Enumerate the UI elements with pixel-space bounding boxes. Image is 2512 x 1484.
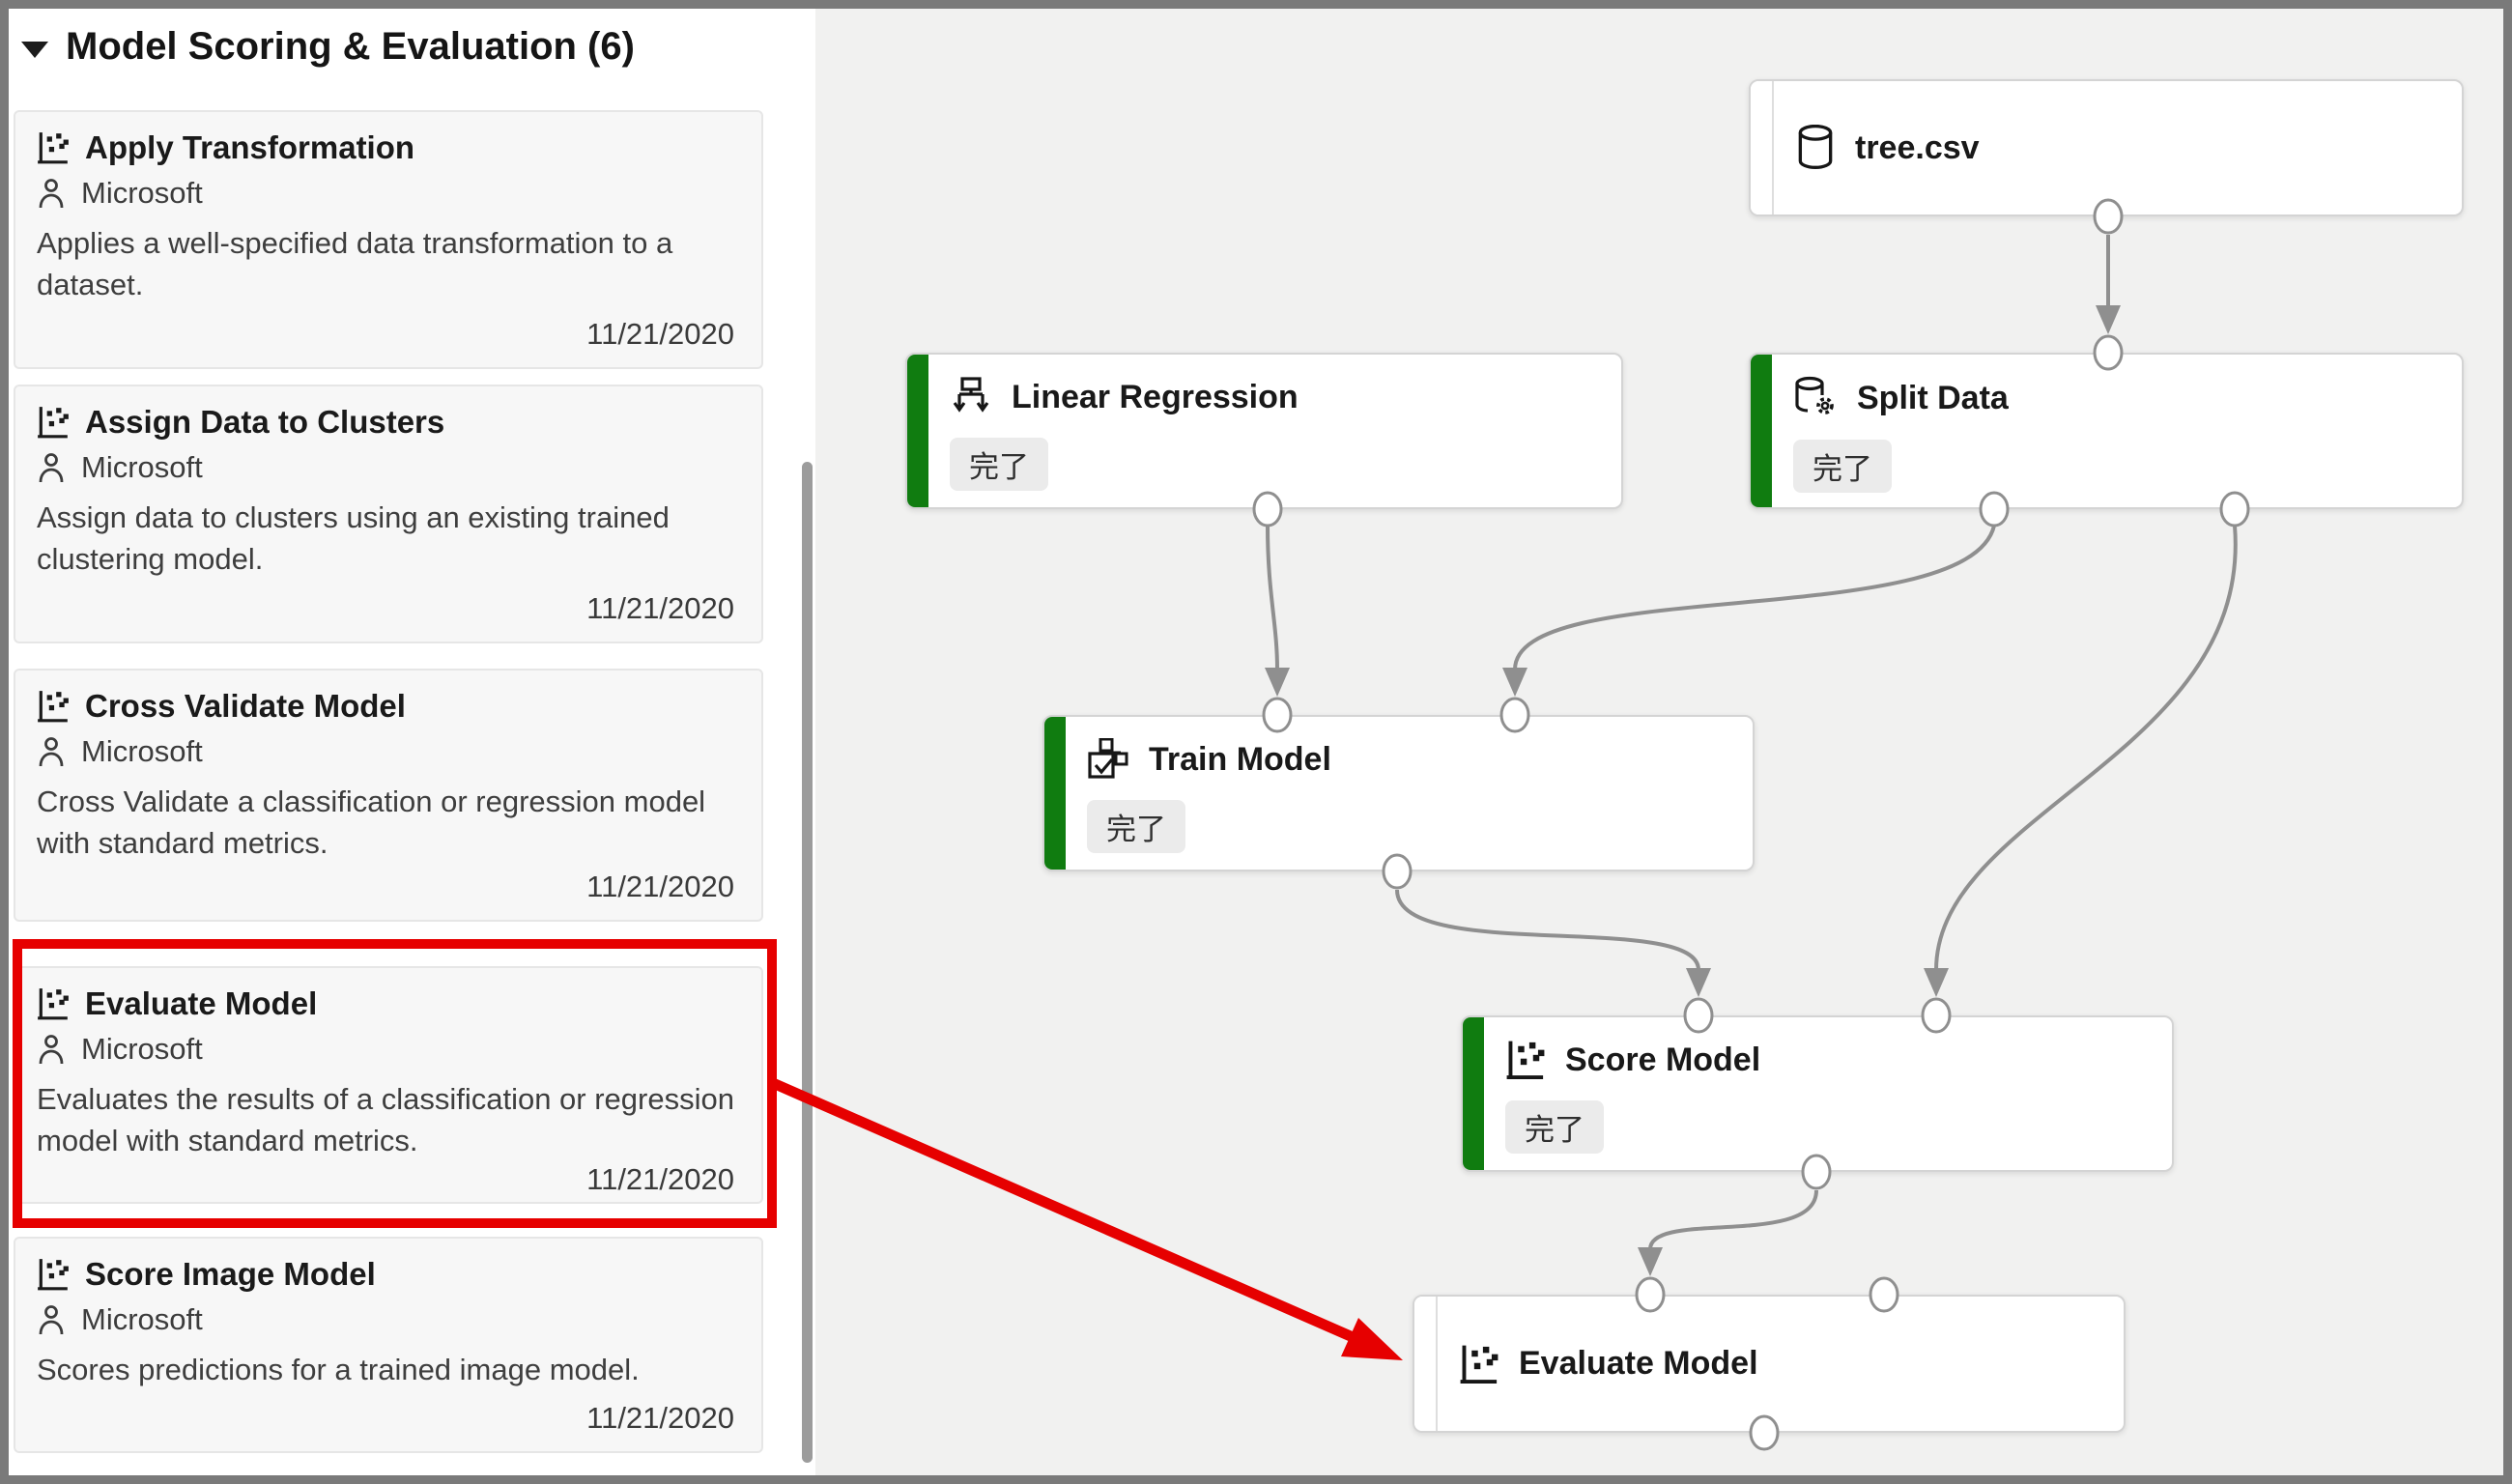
category-title: Model Scoring & Evaluation (6) (66, 25, 635, 68)
module-description: Applies a well-specified data transforma… (37, 226, 673, 302)
port-evaluate-model-input1[interactable] (1635, 1276, 1666, 1313)
module-card-score-image-model[interactable]: Score Image Model Microsoft Scores predi… (14, 1237, 763, 1453)
module-date: 11/21/2020 (586, 317, 734, 351)
port-tree-csv-output[interactable] (2093, 198, 2124, 235)
node-title: Linear Regression (1012, 378, 1299, 415)
module-card-apply-transformation[interactable]: Apply Transformation Microsoft Applies a… (14, 110, 763, 369)
port-evaluate-model-input2[interactable] (1869, 1276, 1899, 1313)
module-title: Apply Transformation (85, 129, 415, 165)
module-date: 11/21/2020 (586, 870, 734, 903)
port-train-model-output[interactable] (1382, 853, 1413, 890)
module-author: Microsoft (81, 1302, 203, 1336)
scatter-chart-icon (37, 130, 70, 165)
port-evaluate-model-output[interactable] (1749, 1414, 1780, 1451)
node-status-bar (1044, 717, 1066, 870)
scatter-chart-icon (37, 689, 70, 724)
node-status-bar (907, 355, 928, 507)
collapse-triangle-icon (21, 41, 48, 58)
scatter-chart-icon (1459, 1343, 1499, 1385)
module-author: Microsoft (81, 1032, 203, 1066)
module-card-assign-data-to-clusters[interactable]: Assign Data to Clusters Microsoft Assign… (14, 385, 763, 643)
port-score-model-input2[interactable] (1921, 997, 1952, 1034)
node-status-bar (1414, 1297, 1438, 1431)
port-train-model-input1[interactable] (1262, 697, 1293, 733)
module-title: Assign Data to Clusters (85, 404, 445, 440)
module-date: 11/21/2020 (586, 1401, 734, 1435)
port-split-data-output2[interactable] (2219, 491, 2250, 528)
module-title: Cross Validate Model (85, 688, 406, 724)
node-score-model[interactable]: Score Model 完了 (1461, 1015, 2174, 1172)
person-icon (37, 452, 66, 483)
port-linear-regression-output[interactable] (1252, 491, 1283, 528)
node-evaluate-model[interactable]: Evaluate Model (1413, 1295, 2126, 1433)
module-description: Assign data to clusters using an existin… (37, 500, 670, 577)
module-date: 11/21/2020 (586, 591, 734, 625)
node-tree-csv[interactable]: tree.csv (1749, 79, 2464, 216)
algorithm-icon (950, 376, 992, 418)
module-description: Cross Validate a classification or regre… (37, 785, 706, 861)
node-title: Split Data (1857, 379, 2009, 416)
port-split-data-input[interactable] (2093, 334, 2124, 371)
port-split-data-output1[interactable] (1979, 491, 2010, 528)
category-header[interactable]: Model Scoring & Evaluation (6) (21, 25, 635, 69)
module-author: Microsoft (81, 450, 203, 484)
port-score-model-input1[interactable] (1683, 997, 1714, 1034)
sidebar-scrollbar[interactable] (802, 462, 813, 1463)
module-title: Score Image Model (85, 1256, 376, 1292)
node-split-data[interactable]: Split Data 完了 (1749, 353, 2464, 509)
person-icon (37, 1304, 66, 1335)
database-icon (1795, 125, 1836, 171)
module-description: Evaluates the results of a classificatio… (37, 1082, 734, 1158)
module-author: Microsoft (81, 734, 203, 768)
status-badge: 完了 (1793, 440, 1892, 493)
person-icon (37, 736, 66, 767)
status-badge: 完了 (1505, 1100, 1604, 1154)
node-train-model[interactable]: Train Model 完了 (1042, 715, 1755, 871)
module-description: Scores predictions for a trained image m… (37, 1353, 640, 1386)
node-status-bar (1463, 1017, 1484, 1170)
node-title: Score Model (1565, 1041, 1761, 1078)
scatter-chart-icon (1505, 1039, 1546, 1081)
person-icon (37, 1034, 66, 1065)
person-icon (37, 178, 66, 209)
scatter-chart-icon (37, 986, 70, 1021)
status-badge: 完了 (1087, 800, 1185, 853)
module-card-cross-validate-model[interactable]: Cross Validate Model Microsoft Cross Val… (14, 669, 763, 922)
node-title: tree.csv (1855, 128, 1980, 166)
node-title: Train Model (1149, 740, 1331, 778)
node-linear-regression[interactable]: Linear Regression 完了 (905, 353, 1623, 509)
module-card-evaluate-model[interactable]: Evaluate Model Microsoft Evaluates the r… (14, 966, 763, 1204)
node-status-bar (1751, 355, 1772, 507)
module-author: Microsoft (81, 176, 203, 210)
scatter-chart-icon (37, 1257, 70, 1292)
train-model-icon (1087, 738, 1129, 781)
split-data-icon (1793, 376, 1838, 420)
node-status-bar (1751, 81, 1774, 214)
module-palette-sidebar: Model Scoring & Evaluation (6) Apply Tra… (0, 0, 815, 1484)
module-title: Evaluate Model (85, 985, 318, 1021)
port-train-model-input2[interactable] (1499, 697, 1530, 733)
port-score-model-output[interactable] (1801, 1154, 1832, 1190)
node-title: Evaluate Model (1519, 1345, 1758, 1382)
module-date: 11/21/2020 (586, 1161, 734, 1196)
status-badge: 完了 (950, 438, 1048, 491)
scatter-chart-icon (37, 405, 70, 440)
